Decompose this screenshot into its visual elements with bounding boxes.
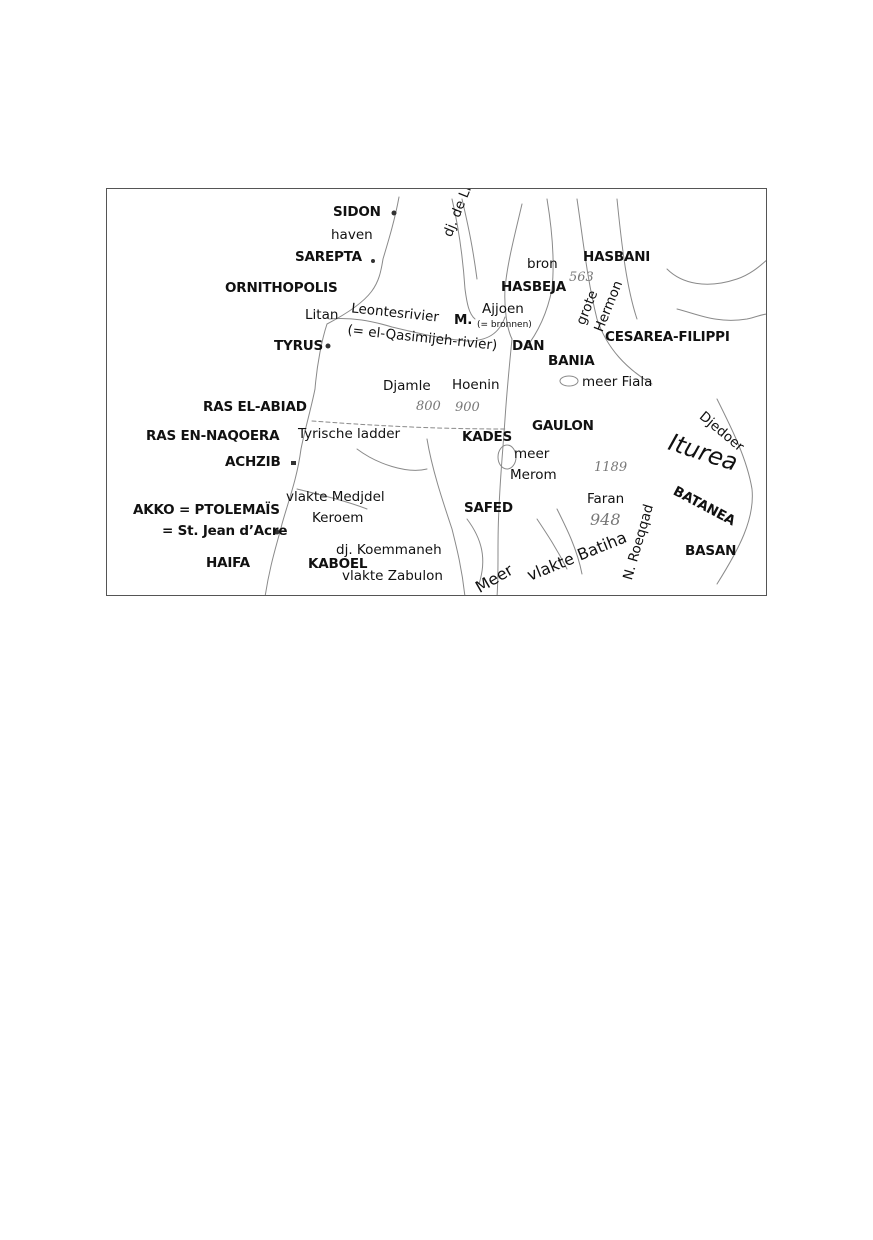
label-ornithopolis: ORNITHOPOLIS xyxy=(225,280,338,296)
east-line xyxy=(716,398,753,585)
galilee-lines-2 xyxy=(356,448,428,471)
label-tyrische-ladder: Tyrische ladder xyxy=(298,426,401,442)
label-m: M. xyxy=(454,312,473,328)
label-sidon: SIDON xyxy=(333,204,381,220)
river-libanon xyxy=(451,198,476,320)
sidon-dot xyxy=(391,210,397,216)
label-hasbani: HASBANI xyxy=(583,249,651,265)
label-hoenin: Hoenin xyxy=(452,377,500,393)
label-ras-el-abiad: RAS EL-ABIAD xyxy=(203,399,307,415)
river-upper xyxy=(504,203,523,340)
batiha-lines xyxy=(536,518,568,570)
ridge-4 xyxy=(676,308,766,321)
label-haven: haven xyxy=(331,227,373,243)
lake-fiala xyxy=(559,375,579,387)
batiha-lines-2 xyxy=(556,508,583,575)
label-bron: bron xyxy=(527,256,558,272)
label-hasbeja: HASBEJA xyxy=(501,279,567,295)
label-meer: meer xyxy=(514,446,550,462)
label-bronnen: (= bronnen) xyxy=(477,320,532,330)
label-basan: BASAN xyxy=(685,543,737,559)
label-ras-en-naqoera: RAS EN-NAQOERA xyxy=(146,428,280,444)
coastline xyxy=(264,196,400,595)
elevation-800: 800 xyxy=(416,399,441,414)
label-djamle: Djamle xyxy=(383,378,431,394)
label-litan: Litan xyxy=(305,307,339,323)
label-kaboel: KABOEL xyxy=(308,556,368,572)
map-frame: SIDON haven SAREPTA ORNITHOPOLIS Litan L… xyxy=(106,188,767,596)
ridge-3 xyxy=(666,260,766,285)
label-merom: Merom xyxy=(510,467,557,483)
label-dj-koemmaneh: dj. Koemmaneh xyxy=(336,542,442,558)
label-sarepta: SAREPTA xyxy=(295,249,362,265)
label-cesarea: CESAREA-FILIPPI xyxy=(605,329,730,345)
river-libanon-2 xyxy=(461,198,478,280)
sarepta-dot xyxy=(371,259,375,263)
label-achzib: ACHZIB xyxy=(225,454,281,470)
elevation-1189: 1189 xyxy=(594,460,628,475)
road-south xyxy=(466,518,484,585)
lake-merom xyxy=(497,444,517,470)
ladder-line xyxy=(311,420,508,430)
ridge-1 xyxy=(576,198,653,385)
elevation-563: 563 xyxy=(569,270,594,285)
elevation-900: 900 xyxy=(455,400,480,415)
label-vlakte-medjdel: vlakte Medjdel xyxy=(286,489,385,505)
label-ajjoen: Ajjoen xyxy=(482,301,524,317)
label-keroem: Keroem xyxy=(312,510,364,526)
label-haifa: HAIFA xyxy=(206,555,250,571)
label-meer-fiala: meer Fiala xyxy=(582,374,653,390)
achzib-dot xyxy=(291,461,296,465)
galilee-lines xyxy=(426,438,466,595)
ridge-2 xyxy=(616,198,638,320)
map-drawing xyxy=(264,196,766,595)
galilee-lines-3 xyxy=(296,488,368,510)
tyrus-dot xyxy=(325,343,331,349)
label-akko: AKKO = PTOLEMAÏS xyxy=(133,502,280,518)
label-kades: KADES xyxy=(462,429,513,445)
label-bania: BANIA xyxy=(548,353,595,369)
leontes-river xyxy=(328,316,506,342)
label-st-jean: = St. Jean d’Acre xyxy=(162,523,288,539)
elevation-948: 948 xyxy=(590,510,621,529)
label-vlakte-zabulon: vlakte Zabulon xyxy=(342,568,443,584)
jordan-river xyxy=(496,338,513,595)
label-dan: DAN xyxy=(512,338,545,354)
label-safed: SAFED xyxy=(464,500,513,516)
label-gaulon: GAULON xyxy=(532,418,594,434)
label-faran: Faran xyxy=(587,491,625,507)
akko-dot xyxy=(274,529,280,535)
hasbani-river xyxy=(524,198,554,350)
label-tyrus: TYRUS xyxy=(274,338,324,354)
